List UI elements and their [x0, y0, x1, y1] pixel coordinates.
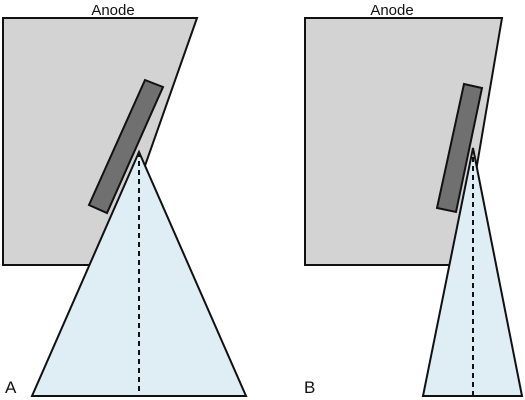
panel-a: Anode A [2, 2, 248, 397]
target-plate-b [435, 82, 484, 214]
anode-label-b: Anode [370, 2, 413, 19]
panel-label-a: A [5, 378, 17, 397]
panel-label-b: B [304, 378, 315, 397]
anode-label-a: Anode [91, 2, 134, 19]
target-plate-a [87, 78, 165, 215]
panel-b: Anode B [304, 2, 524, 397]
